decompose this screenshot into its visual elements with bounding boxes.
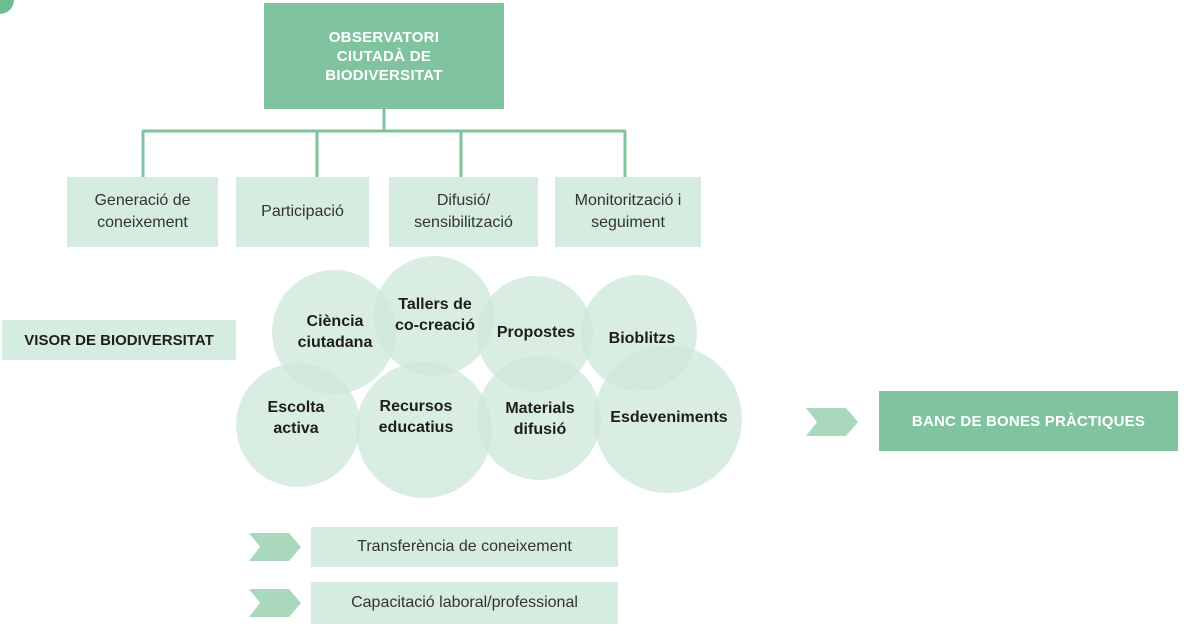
transferencia-coneixement-box: Transferència de coneixement — [311, 527, 618, 567]
category-label: Monitorització i — [574, 192, 682, 209]
visor-label: VISOR DE BIODIVERSITAT — [24, 331, 214, 349]
chevron-arrow-icon — [249, 533, 301, 561]
category-label: Generació de — [94, 192, 191, 209]
chevron-arrow-icon — [806, 408, 858, 436]
circle-label-bioblitzs: Bioblitzs — [582, 326, 702, 350]
bottom-item-label: Transferència de coneixement — [357, 538, 572, 555]
circle-label-line: co-creació — [394, 317, 476, 334]
circle-ciencia-ciutadana — [272, 270, 396, 394]
category-label: sensibilització — [414, 214, 513, 231]
circle-label-line: activa — [273, 420, 319, 437]
circle-label-line: Propostes — [496, 323, 576, 341]
category-label: coneixement — [97, 214, 188, 231]
observatori-title-box: OBSERVATORI CIUTADÀ DE BIODIVERSITAT — [264, 3, 504, 109]
circle-escolta-activa — [236, 363, 360, 487]
circle-label-line: difusió — [513, 421, 567, 438]
category-difusio-sensibilitzacio: Difusió/ sensibilització — [389, 177, 538, 247]
circle-label-line: educatius — [378, 419, 454, 436]
circle-label-line: Recursos — [379, 398, 453, 415]
circle-label-line: Tallers de — [398, 296, 472, 313]
circle-label-line: Ciència — [306, 313, 364, 330]
category-monitoritzacio-seguiment: Monitorització i seguiment — [555, 177, 701, 247]
circle-recursos-educatius — [356, 362, 492, 498]
circle-label-propostes: Propostes — [476, 320, 596, 344]
circle-label-line: Escolta — [267, 399, 325, 416]
circle-tallers-cocreacio — [374, 256, 494, 376]
circle-label-recursos: Recursos educatius — [354, 394, 478, 440]
circle-label-line: ciutadana — [297, 334, 373, 351]
circle-materials-difusio — [477, 356, 601, 480]
category-label: seguiment — [591, 214, 665, 231]
category-label: Difusió/ — [436, 192, 491, 209]
capacitacio-laboral-box: Capacitació laboral/professional — [311, 582, 618, 624]
circle-esdeveniments — [594, 345, 742, 493]
title-line: BIODIVERSITAT — [325, 66, 443, 84]
title-line: OBSERVATORI — [328, 28, 440, 46]
circle-label-line: Esdeveniments — [610, 408, 728, 426]
circle-label-materials: Materials difusió — [478, 396, 602, 442]
title-line: CIUTADÀ DE — [336, 47, 432, 65]
visor-biodiversitat-box: VISOR DE BIODIVERSITAT — [2, 320, 236, 360]
banc-label: BANC DE BONES PRÀCTIQUES — [911, 412, 1146, 430]
circle-label-tallers: Tallers de co-creació — [372, 292, 498, 338]
category-participacio: Participació — [236, 177, 369, 247]
circle-label-escolta: Escolta activa — [234, 395, 358, 441]
circle-label-line: Bioblitzs — [608, 329, 676, 347]
circle-label-ciencia: Ciència ciutadana — [272, 309, 398, 355]
circle-label-esdeveniments: Esdeveniments — [594, 405, 744, 429]
category-generacio-coneixement: Generació de coneixement — [67, 177, 218, 247]
banc-bones-practiques-box: BANC DE BONES PRÀCTIQUES — [879, 391, 1178, 451]
chevron-arrow-icon — [249, 589, 301, 617]
circle-label-line: Materials — [505, 400, 575, 417]
bottom-item-label: Capacitació laboral/professional — [351, 594, 578, 611]
category-label: Participació — [261, 203, 344, 220]
